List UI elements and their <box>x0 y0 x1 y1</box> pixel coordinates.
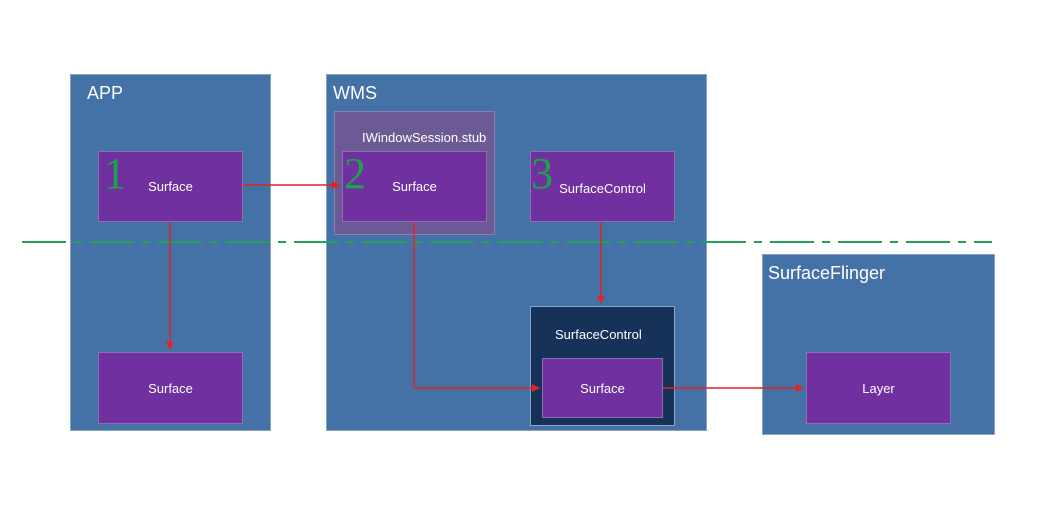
layer-label: Layer <box>862 380 895 396</box>
wms-surface: Surface <box>342 151 487 222</box>
app-surface-top-label: Surface <box>148 179 193 194</box>
surface-control-panel-title: SurfaceControl <box>555 327 642 342</box>
iwindowsession-stub-title: IWindowSession.stub <box>362 130 487 145</box>
inner-surface: Surface <box>542 358 663 418</box>
app-surface-bottom: Surface <box>98 352 243 424</box>
app-surface-top: Surface <box>98 151 243 222</box>
marker-2: 2 <box>344 149 366 198</box>
wms-title: WMS <box>333 83 377 103</box>
marker-3: 3 <box>531 149 553 198</box>
wms-surface-label: Surface <box>392 179 437 194</box>
wms-surface-control-label: SurfaceControl <box>559 181 646 196</box>
marker-1: 1 <box>104 149 126 198</box>
wms-surface-control: SurfaceControl <box>530 151 675 222</box>
layer-box: Layer <box>806 352 951 424</box>
arrow-wms-surface-to-inner-surface <box>413 222 540 392</box>
app-title: APP <box>87 83 124 103</box>
inner-surface-label: Surface <box>580 380 625 396</box>
surfaceflinger-title: SurfaceFlinger <box>768 263 886 283</box>
app-surface-bottom-label: Surface <box>148 380 193 396</box>
